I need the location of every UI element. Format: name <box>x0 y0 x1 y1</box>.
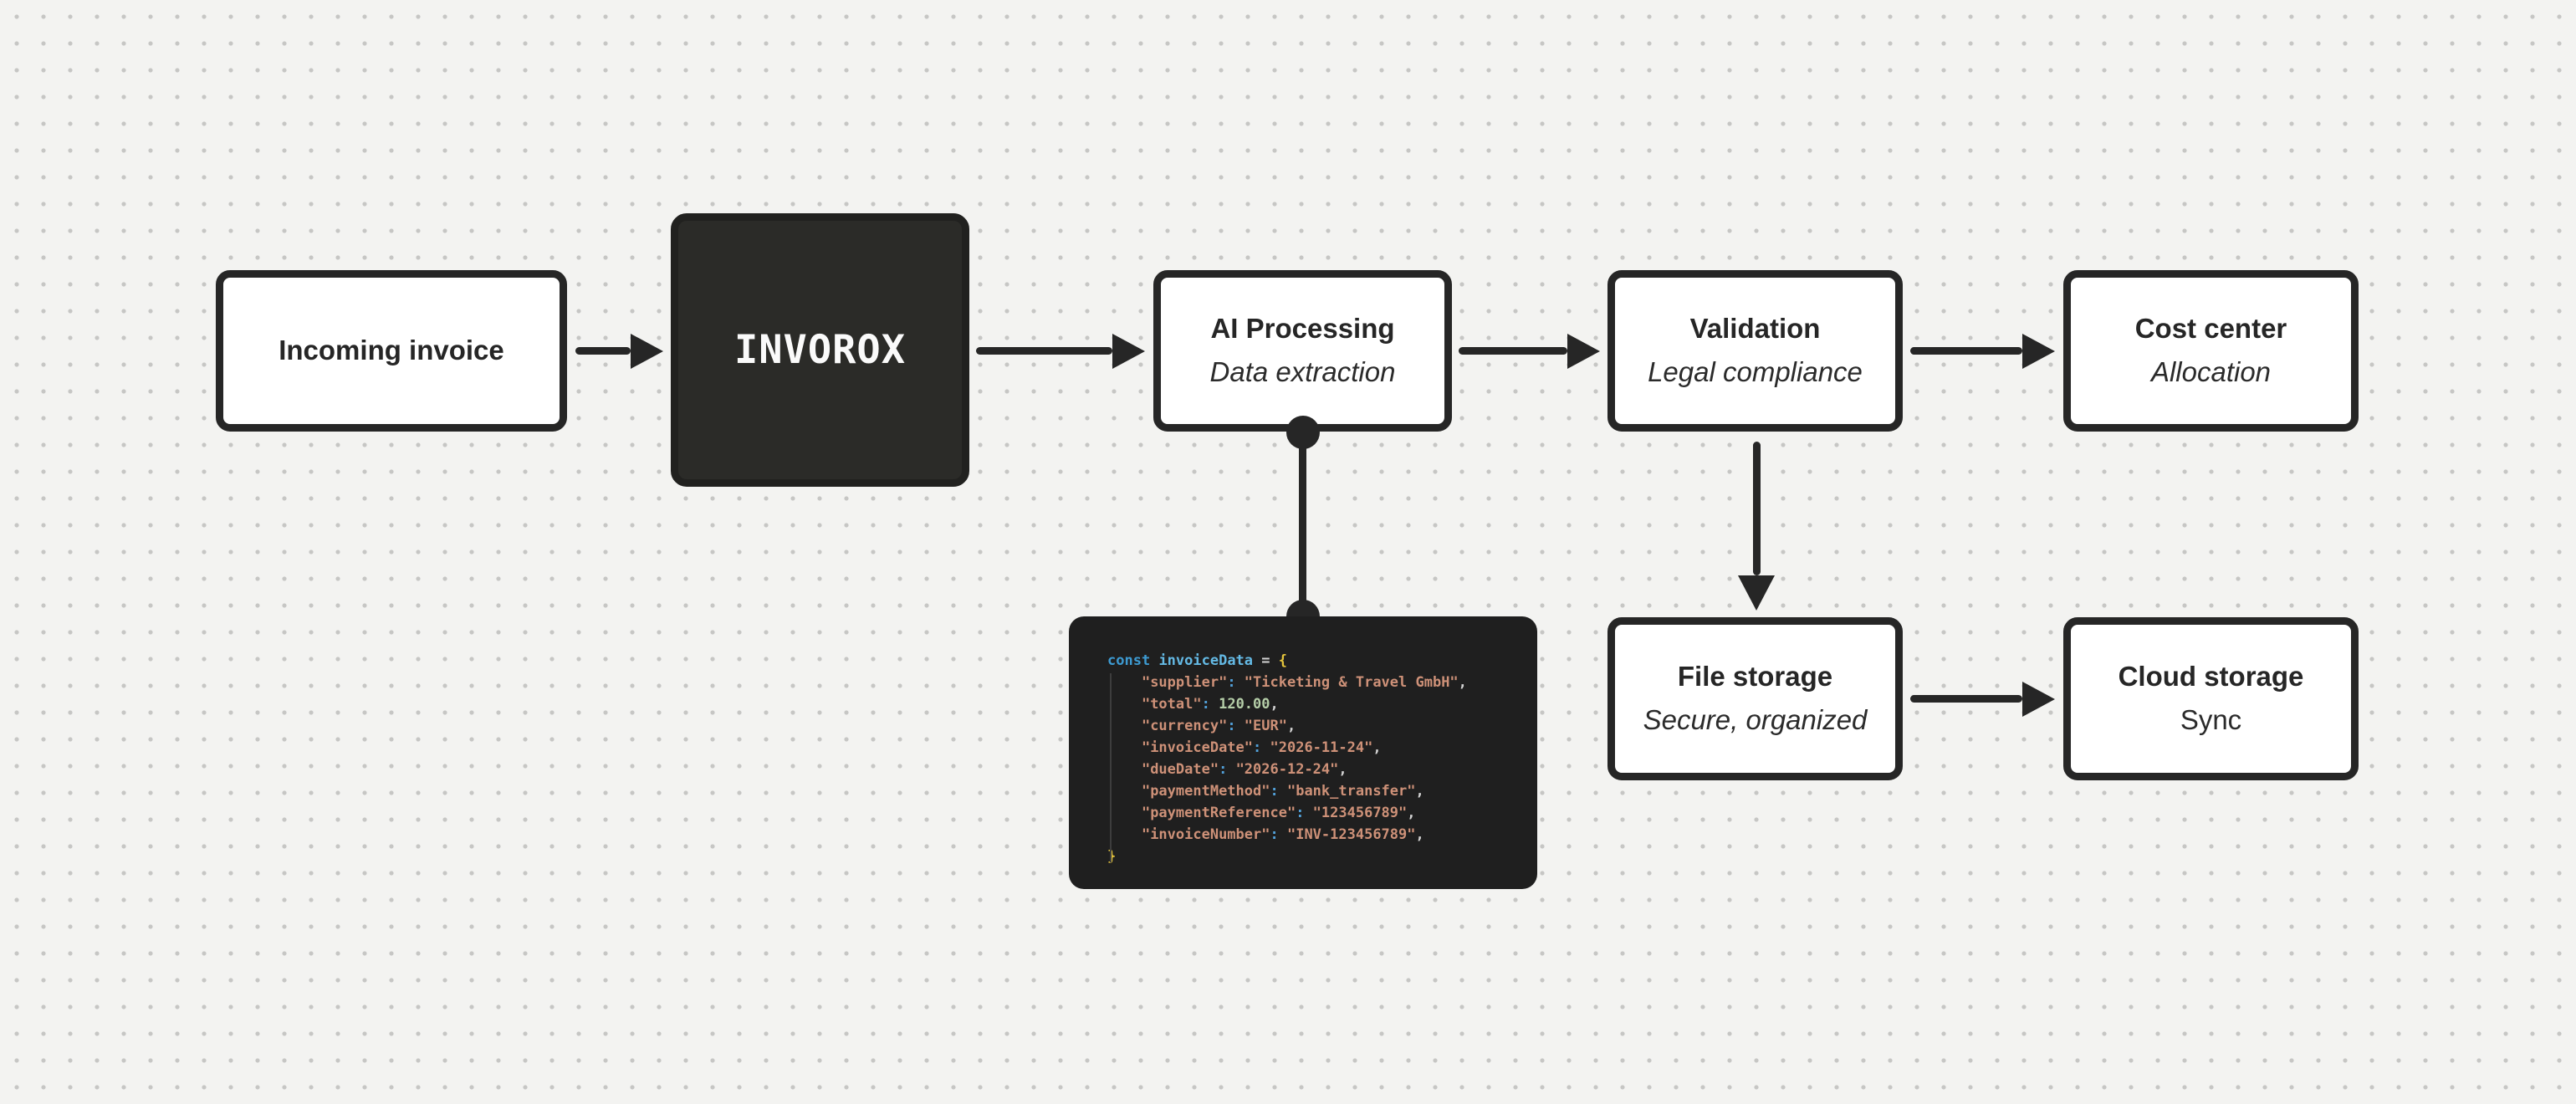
node-cloud-storage-subtitle: Sync <box>2180 704 2242 735</box>
connector-ai-to-code-line <box>1299 432 1306 616</box>
edge-incoming-to-invorox-line <box>575 347 631 355</box>
code-snippet-panel: const invoiceData = { "supplier": "Ticke… <box>1069 616 1537 889</box>
node-incoming-invoice: Incoming invoice <box>216 270 567 432</box>
node-validation-subtitle: Legal compliance <box>1648 356 1863 387</box>
node-cloud-storage-title: Cloud storage <box>2118 661 2304 693</box>
node-ai-processing-subtitle: Data extraction <box>1209 356 1396 387</box>
edge-incoming-to-invorox-arrowhead-icon <box>631 334 663 369</box>
node-ai-processing: AI Processing Data extraction <box>1153 270 1452 432</box>
indent-guide <box>1110 673 1112 862</box>
node-incoming-invoice-title: Incoming invoice <box>279 335 504 366</box>
edge-validation-to-cost-line <box>1910 347 2022 355</box>
edge-validation-to-file-arrowhead-icon <box>1738 575 1775 611</box>
node-ai-processing-title: AI Processing <box>1210 313 1395 345</box>
edge-ai-to-validation-line <box>1459 347 1567 355</box>
edge-invorox-to-ai-arrowhead-icon <box>1112 334 1145 369</box>
node-file-storage-title: File storage <box>1677 661 1833 693</box>
invorox-logo: INVOROX <box>733 327 907 373</box>
edge-file-to-cloud-line <box>1910 695 2022 703</box>
node-file-storage-subtitle: Secure, organized <box>1643 704 1868 735</box>
edge-ai-to-validation-arrowhead-icon <box>1567 334 1600 369</box>
connector-ai-endpoint-dot <box>1286 416 1320 449</box>
code-content: const invoiceData = { "supplier": "Ticke… <box>1107 652 1467 865</box>
node-cost-center-title: Cost center <box>2134 313 2287 345</box>
node-cost-center-subtitle: Allocation <box>2150 356 2272 387</box>
edge-validation-to-file-line <box>1753 442 1761 575</box>
node-cloud-storage: Cloud storage Sync <box>2063 617 2359 780</box>
edge-file-to-cloud-arrowhead-icon <box>2022 682 2055 717</box>
edge-validation-to-cost-arrowhead-icon <box>2022 334 2055 369</box>
edge-invorox-to-ai-line <box>976 347 1112 355</box>
node-cost-center: Cost center Allocation <box>2063 270 2359 432</box>
node-validation: Validation Legal compliance <box>1607 270 1903 432</box>
node-validation-title: Validation <box>1689 313 1821 345</box>
node-invorox: INVOROX <box>671 213 969 487</box>
node-file-storage: File storage Secure, organized <box>1607 617 1903 780</box>
